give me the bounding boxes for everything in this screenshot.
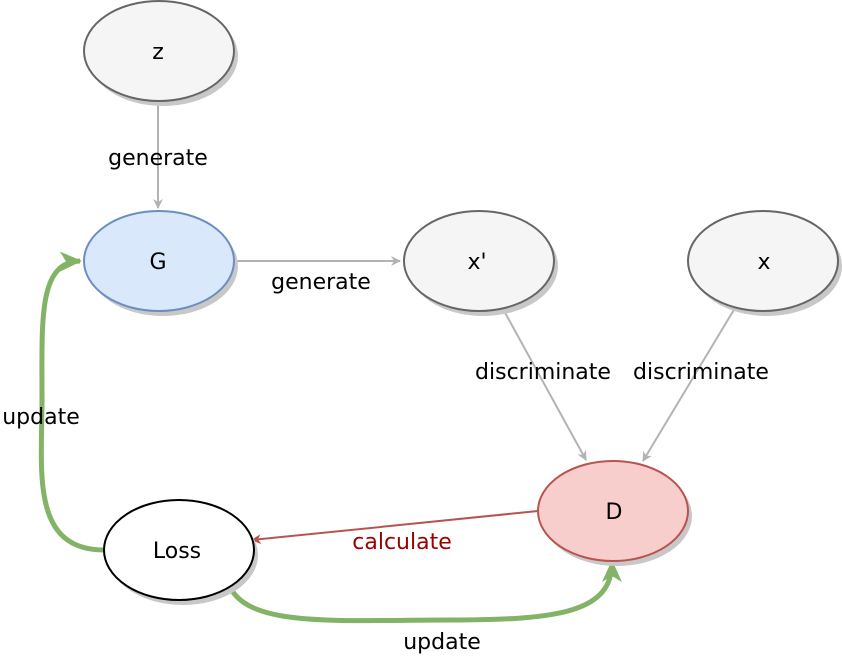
node-z: z	[83, 0, 238, 106]
label-xprime-to-d: discriminate	[475, 360, 611, 385]
node-xprime-label: x'	[467, 250, 486, 275]
label-d-to-loss: calculate	[352, 530, 451, 555]
label-z-to-g: generate	[108, 146, 208, 171]
node-g: G	[83, 210, 238, 316]
node-x-label: x	[757, 250, 770, 275]
node-loss-label: Loss	[153, 539, 201, 564]
label-g-to-xprime: generate	[271, 270, 371, 295]
node-d: D	[537, 460, 692, 566]
label-loss-to-d: update	[403, 630, 481, 655]
node-x: x	[687, 210, 842, 316]
edge-xprime-to-d	[502, 308, 587, 461]
node-xprime: x'	[403, 210, 558, 316]
edge-labels: generate generate discriminate discrimin…	[2, 146, 769, 655]
node-loss: Loss	[103, 499, 258, 605]
node-z-label: z	[152, 40, 164, 65]
edge-d-to-loss	[251, 510, 539, 545]
edge-x-to-d	[642, 307, 736, 462]
edge-loss-to-d	[227, 560, 622, 624]
node-g-label: G	[149, 250, 166, 275]
label-loss-to-g: update	[2, 405, 80, 430]
label-x-to-d: discriminate	[633, 360, 769, 385]
node-d-label: D	[606, 500, 623, 525]
edge-loss-to-g	[38, 251, 105, 553]
edges	[38, 101, 736, 624]
